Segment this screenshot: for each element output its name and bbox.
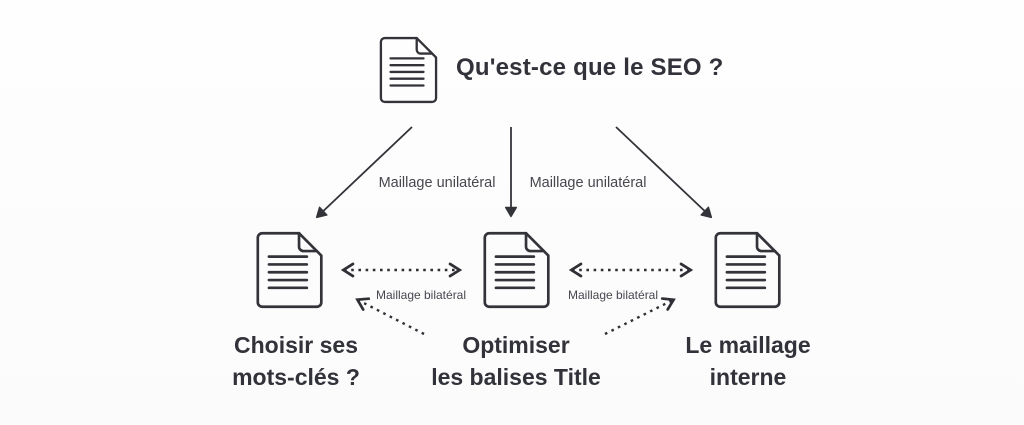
document-icon	[256, 231, 323, 309]
root-node-title: Qu'est-ce que le SEO ?	[456, 54, 724, 81]
edge-label-unilateral-right: Maillage unilatéral	[529, 175, 647, 191]
arrow-root-to-choisir	[315, 126, 413, 219]
document-icon	[379, 36, 438, 104]
node-label-optimiser: Optimiser les balises Title	[431, 329, 601, 393]
node-label-line: mots-clés ?	[232, 364, 360, 390]
edge-label-unilateral-left: Maillage unilatéral	[378, 175, 496, 191]
node-label-line: les balises Title	[431, 364, 601, 390]
arrow-root-to-maillage	[615, 126, 713, 219]
edge-label-bilateral-left: Maillage bilatéral	[375, 288, 467, 302]
document-icon	[714, 231, 781, 309]
node-label-line: Choisir ses	[233, 332, 358, 358]
document-icon	[483, 231, 550, 309]
edge-label-bilateral-right: Maillage bilatéral	[567, 288, 659, 302]
node-label-line: Optimiser	[462, 332, 570, 358]
node-label-choisir: Choisir ses mots-clés ?	[232, 329, 360, 393]
diagonal-arrow-to-choisir	[355, 297, 425, 336]
diagonal-arrow-to-maillage	[604, 297, 676, 336]
node-label-maillage: Le maillage interne	[685, 329, 810, 393]
node-label-line: Le maillage	[685, 332, 811, 358]
node-label-line: interne	[709, 364, 787, 390]
